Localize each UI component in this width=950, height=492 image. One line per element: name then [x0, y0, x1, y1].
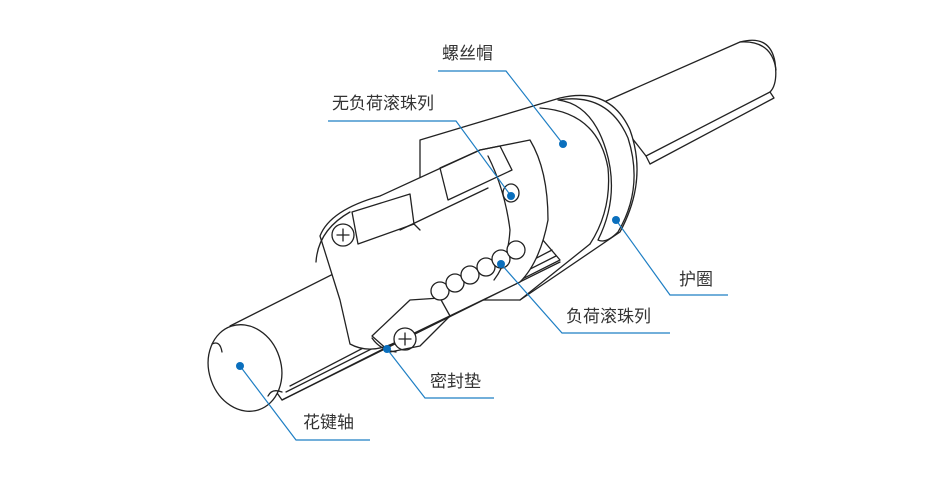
leader-load-balls — [500, 263, 670, 334]
label-load-balls: 负荷滚珠列 — [566, 307, 651, 327]
label-nut: 螺丝帽 — [442, 44, 493, 64]
leader-dot-load-balls — [497, 260, 505, 268]
label-retainer: 护圈 — [679, 270, 713, 290]
leader-lines — [236, 70, 728, 441]
label-spline-shaft: 花键轴 — [303, 413, 354, 433]
leader-nut — [438, 70, 564, 145]
leader-dot-seal — [383, 345, 391, 353]
shaft-end-face — [207, 324, 283, 412]
leader-dot-spline-shaft — [236, 362, 244, 370]
leader-dot-nut — [559, 140, 567, 148]
leader-retainer — [615, 219, 728, 296]
cutaway-section — [315, 139, 549, 353]
label-seal: 密封垫 — [430, 372, 481, 392]
leader-spline-shaft — [239, 365, 370, 441]
leader-dot-retainer — [612, 216, 620, 224]
label-no-load-balls: 无负荷滚珠列 — [332, 94, 434, 114]
leader-no-load-balls — [328, 120, 512, 197]
shaft-far-end — [603, 39, 777, 165]
leader-dot-no-load-balls — [507, 192, 515, 200]
leader-seal — [386, 348, 494, 399]
